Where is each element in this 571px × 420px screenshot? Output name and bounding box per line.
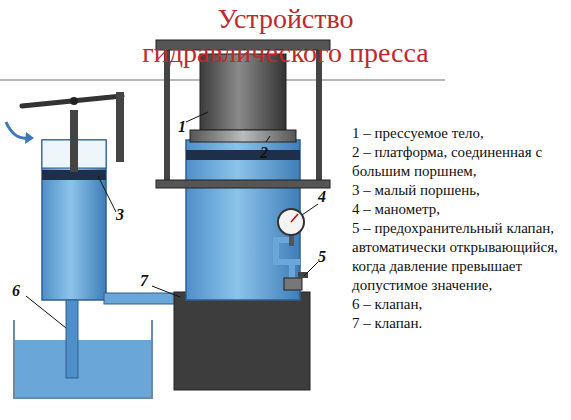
motion-arrowhead	[25, 132, 34, 144]
callout-number: 7	[138, 272, 150, 290]
leader-line	[266, 136, 270, 142]
parts-list: 1 – прессуемое тело,2 – платформа, соеди…	[352, 124, 568, 333]
leader-line	[98, 176, 116, 212]
press-base	[174, 292, 310, 390]
callout-number: 6	[10, 282, 22, 300]
piston-rod	[70, 110, 78, 172]
intake-pipe	[66, 300, 78, 378]
gauge-needle	[291, 214, 298, 222]
title: Устройство гидравлического пресса	[136, 2, 436, 70]
leader-line	[304, 262, 318, 276]
callout-number: 2	[258, 144, 270, 162]
parts-list-item: 1 – прессуемое тело,	[352, 124, 568, 143]
frame-bottom	[156, 180, 330, 188]
parts-list-item: 2 – платформа, соединенная с большим пор…	[352, 143, 568, 181]
lever-pivot	[70, 97, 78, 105]
callout-number: 1	[176, 118, 188, 136]
reservoir	[14, 320, 152, 398]
parts-list-item: 6 – клапан,	[352, 295, 568, 314]
parts-list-item: 4 – манометр,	[352, 200, 568, 219]
lever	[22, 96, 122, 106]
gauge-pipe	[276, 240, 300, 262]
leader-line	[186, 112, 208, 122]
motion-arrow	[6, 122, 28, 138]
lever-post	[116, 92, 124, 162]
platform	[190, 130, 296, 142]
leader-line	[302, 204, 318, 215]
callout-number: 5	[316, 248, 328, 266]
manometer	[278, 209, 304, 235]
title-block: Устройство гидравлического пресса	[0, 2, 571, 70]
leader-line	[26, 296, 66, 328]
parts-list-item: 3 – малый поршень,	[352, 181, 568, 200]
leader-line	[152, 286, 180, 297]
large-piston	[186, 150, 300, 160]
parts-list-item: 5 – предохранительный клапан, автоматиче…	[352, 219, 568, 295]
safety-valve	[284, 278, 302, 290]
reservoir-liquid	[15, 340, 151, 397]
valve-pipe	[276, 262, 292, 278]
parts-list-item: 7 – клапан.	[352, 314, 568, 333]
callout-number: 4	[316, 188, 328, 206]
callout-number: 3	[114, 206, 126, 224]
